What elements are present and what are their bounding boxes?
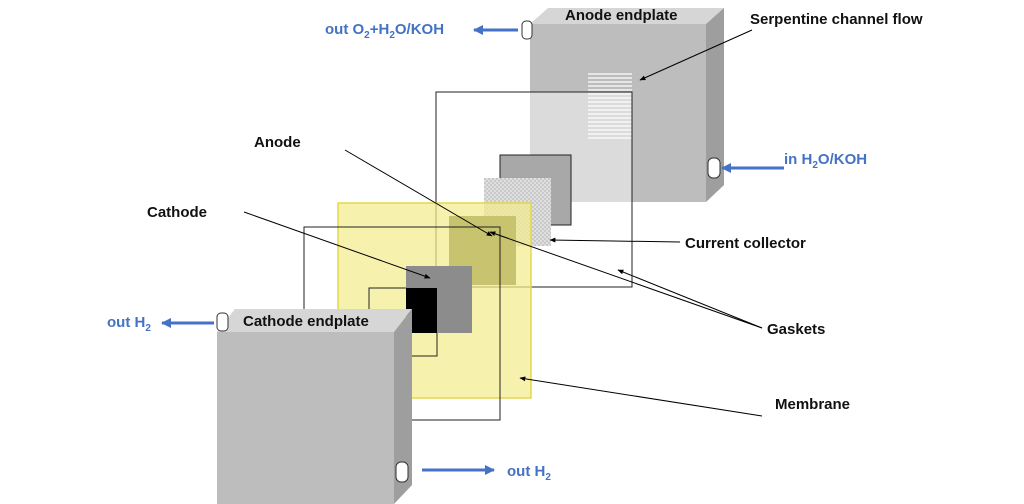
leader-anode bbox=[344, 149, 493, 237]
cathode-outlet-connector-bottom bbox=[395, 461, 409, 483]
cathode-endplate bbox=[216, 309, 412, 504]
flow-label-out-bottom: out H2 bbox=[507, 463, 551, 483]
leader-gaskets-2 bbox=[617, 269, 763, 329]
leader-cathode bbox=[243, 211, 431, 279]
label-membrane: Membrane bbox=[775, 396, 850, 413]
anode-outlet-connector bbox=[521, 20, 533, 40]
flow-label-in-right: in H2O/KOH bbox=[784, 151, 867, 171]
label-current-collector: Current collector bbox=[685, 235, 806, 252]
flow-label-out-left: out H2 bbox=[107, 314, 151, 334]
label-serpentine-channel: Serpentine channel flow bbox=[750, 11, 923, 28]
cathode-outlet-connector-top bbox=[216, 312, 229, 332]
cathode-endplate-side bbox=[394, 309, 412, 504]
label-anode: Anode bbox=[254, 134, 301, 151]
flow-arrows bbox=[160, 24, 784, 476]
anode-inlet-connector bbox=[707, 157, 721, 179]
cathode-endplate-top bbox=[217, 309, 412, 332]
cathode-endplate-front bbox=[217, 332, 394, 504]
leader-membrane bbox=[519, 376, 763, 417]
leader-serpentine bbox=[639, 29, 753, 81]
leader-lines bbox=[243, 29, 763, 417]
leader-gaskets-1 bbox=[489, 231, 763, 329]
anode-endplate-side bbox=[706, 8, 724, 202]
leader-current-collector bbox=[549, 237, 681, 243]
label-cathode-endplate: Cathode endplate bbox=[243, 313, 369, 330]
anode-endplate-top bbox=[530, 8, 724, 24]
label-cathode: Cathode bbox=[147, 204, 207, 221]
flow-label-out-top: out O2+H2O/KOH bbox=[325, 21, 444, 41]
label-gaskets: Gaskets bbox=[767, 321, 825, 338]
label-anode-endplate: Anode endplate bbox=[565, 7, 678, 24]
serpentine-channel bbox=[588, 73, 632, 139]
